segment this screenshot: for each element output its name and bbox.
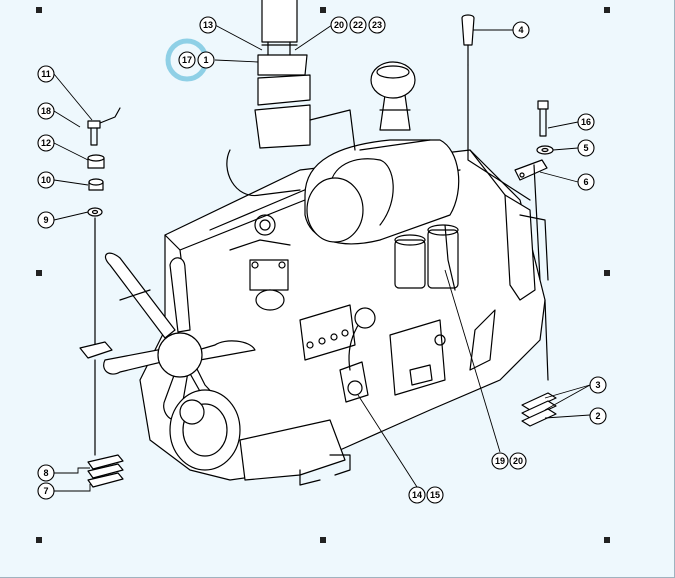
resize-handle-top-right[interactable] bbox=[604, 7, 610, 13]
svg-text:8: 8 bbox=[43, 468, 48, 478]
svg-text:6: 6 bbox=[583, 177, 588, 187]
callout-4[interactable]: 4 bbox=[512, 21, 530, 39]
bolt-11-18 bbox=[87, 107, 121, 146]
callout-13[interactable]: 13 bbox=[199, 16, 217, 34]
mounting-rod bbox=[533, 164, 549, 381]
svg-text:7: 7 bbox=[43, 486, 48, 496]
washer-9 bbox=[87, 207, 103, 217]
selection-handles bbox=[36, 7, 610, 543]
dipstick bbox=[461, 14, 531, 201]
svg-text:20: 20 bbox=[513, 456, 523, 466]
callout-2[interactable]: 2 bbox=[589, 407, 607, 425]
svg-text:17: 17 bbox=[182, 55, 192, 65]
svg-text:3: 3 bbox=[595, 380, 600, 390]
svg-text:12: 12 bbox=[41, 138, 51, 148]
callout-5[interactable]: 5 bbox=[577, 139, 595, 157]
callout-16[interactable]: 16 bbox=[577, 113, 595, 131]
resize-handle-bottom-left[interactable] bbox=[36, 537, 42, 543]
resize-handle-right[interactable] bbox=[604, 270, 610, 276]
svg-text:19: 19 bbox=[495, 456, 505, 466]
svg-text:22: 22 bbox=[353, 20, 363, 30]
svg-text:15: 15 bbox=[430, 490, 440, 500]
callout-6[interactable]: 6 bbox=[577, 173, 595, 191]
oil-filters bbox=[249, 214, 459, 311]
svg-text:18: 18 bbox=[41, 106, 51, 116]
callout-7[interactable]: 7 bbox=[37, 482, 55, 500]
callout-9[interactable]: 9 bbox=[37, 211, 55, 229]
svg-text:11: 11 bbox=[41, 69, 51, 79]
callout-12[interactable]: 12 bbox=[37, 134, 55, 152]
svg-text:4: 4 bbox=[518, 25, 523, 35]
resize-handle-bottom-right[interactable] bbox=[604, 537, 610, 543]
leader-lines bbox=[53, 24, 591, 492]
washer-5 bbox=[536, 145, 554, 155]
shims-7-8 bbox=[87, 454, 124, 488]
air-cleaner bbox=[304, 61, 460, 245]
svg-text:2: 2 bbox=[595, 411, 600, 421]
callout-20-bottom[interactable]: 20 bbox=[509, 452, 527, 470]
resize-handle-top-left[interactable] bbox=[36, 7, 42, 13]
callout-3[interactable]: 3 bbox=[589, 376, 607, 394]
svg-text:10: 10 bbox=[41, 175, 51, 185]
bushing-12 bbox=[87, 154, 105, 169]
shims-2-3 bbox=[521, 392, 557, 427]
cooling-fan bbox=[103, 252, 256, 471]
svg-text:1: 1 bbox=[203, 55, 208, 65]
svg-text:5: 5 bbox=[583, 143, 588, 153]
resize-handle-left[interactable] bbox=[36, 270, 42, 276]
svg-text:23: 23 bbox=[372, 20, 382, 30]
callout-10[interactable]: 10 bbox=[37, 171, 55, 189]
callout-15[interactable]: 15 bbox=[426, 486, 444, 504]
callout-23[interactable]: 23 bbox=[368, 16, 386, 34]
bushing-10 bbox=[88, 178, 104, 191]
callout-19[interactable]: 19 bbox=[491, 452, 509, 470]
resize-handle-bottom[interactable] bbox=[320, 537, 326, 543]
callout-11[interactable]: 11 bbox=[37, 65, 55, 83]
callout-20-top[interactable]: 20 bbox=[330, 16, 348, 34]
callout-22[interactable]: 22 bbox=[349, 16, 367, 34]
svg-text:14: 14 bbox=[412, 490, 422, 500]
bracket-6 bbox=[514, 159, 548, 181]
resize-handle-top[interactable] bbox=[320, 7, 326, 13]
bolt-16 bbox=[537, 100, 549, 137]
callout-18[interactable]: 18 bbox=[37, 102, 55, 120]
callout-1[interactable]: 1 bbox=[197, 51, 215, 69]
callout-14[interactable]: 14 bbox=[408, 486, 426, 504]
intake-pipe bbox=[226, 0, 356, 197]
svg-text:16: 16 bbox=[581, 117, 591, 127]
svg-text:13: 13 bbox=[203, 20, 213, 30]
mounting-stud bbox=[79, 217, 113, 456]
svg-text:9: 9 bbox=[43, 215, 48, 225]
sensor-14-15 bbox=[339, 307, 376, 403]
callout-8[interactable]: 8 bbox=[37, 464, 55, 482]
callout-17[interactable]: 17 bbox=[178, 51, 196, 69]
svg-text:20: 20 bbox=[334, 20, 344, 30]
